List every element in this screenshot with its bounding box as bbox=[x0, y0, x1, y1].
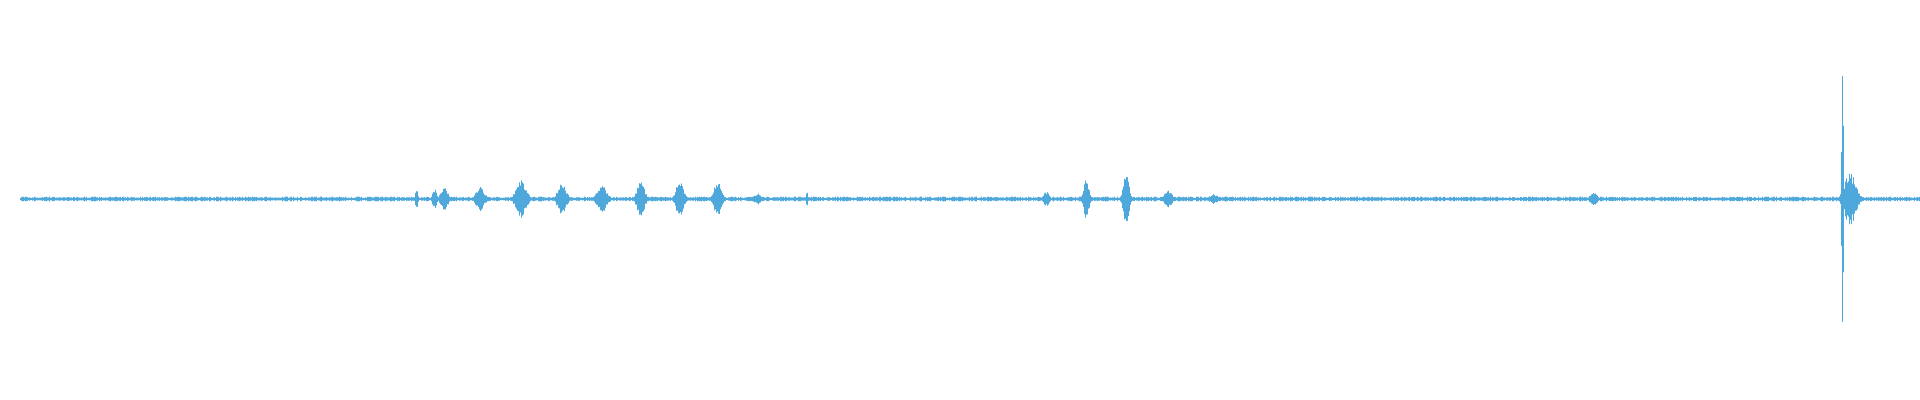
waveform-view bbox=[20, 76, 1920, 322]
audio-waveform bbox=[20, 76, 1920, 322]
